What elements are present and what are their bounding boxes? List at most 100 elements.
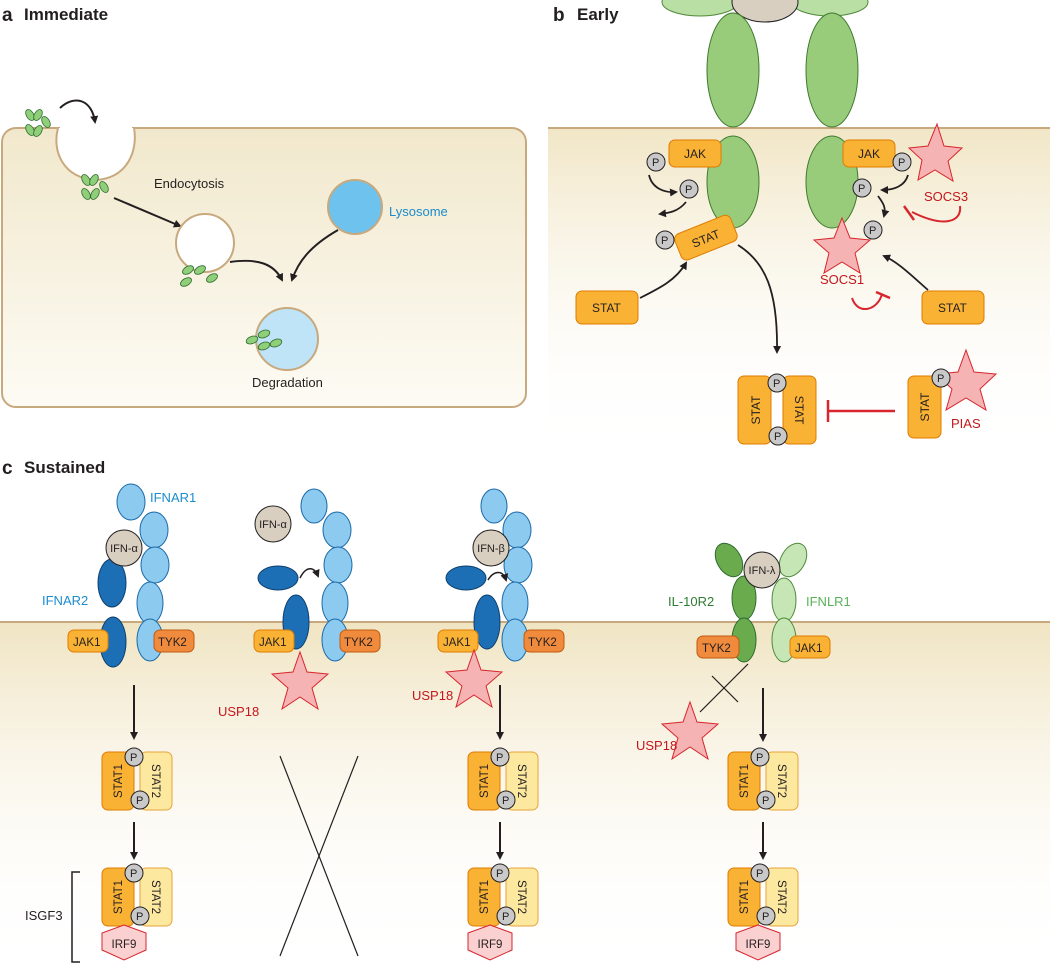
- stat-box-docked: STAT: [674, 214, 738, 261]
- socs3-label: SOCS3: [924, 189, 968, 204]
- tyk2-box-col2: [339, 629, 381, 653]
- irf9-hexagon-col1: [101, 924, 147, 961]
- ifn-alpha-label-col1: IFN-α: [110, 543, 138, 555]
- cell-outline: [1, 127, 527, 408]
- arrow-jak-right-2: [877, 195, 890, 218]
- arrow-ifnar2-rotation-col2: [299, 568, 320, 579]
- ifn-beta-label: IFN-β: [477, 543, 505, 555]
- p-label-b2: P: [685, 184, 692, 196]
- panel-c: IFN-α IFNAR1 IFNAR2 JAK1 TYK2 STAT1 STAT…: [0, 483, 1050, 967]
- stat2-label-col4-a: STAT2: [775, 764, 787, 798]
- p-label-dimer-top: P: [773, 378, 780, 390]
- degradation-label: Degradation: [252, 375, 323, 390]
- stat1-box-col3-b: [467, 867, 501, 927]
- stat2-label-col3-a: STAT2: [515, 764, 527, 798]
- ifnar2-label: IFNAR2: [42, 593, 88, 608]
- ifnar1-label: IFNAR1: [150, 490, 196, 505]
- stat1-box-col4-b: [727, 867, 761, 927]
- endocytosis-label: Endocytosis: [154, 176, 225, 191]
- ifn-beta-ligand: [472, 529, 510, 567]
- arrow-jak-transphos-1: [648, 174, 678, 197]
- ifn-alpha-label-col2: IFN-α: [259, 519, 287, 531]
- receptor-top-left: [661, 0, 739, 17]
- jak1-label-col1: JAK1: [73, 637, 101, 649]
- p-label-pias: P: [937, 373, 944, 385]
- p-label-col3-b-bottom: P: [502, 911, 509, 923]
- arrow-stat-recruit-right: [882, 254, 929, 291]
- p-label-b5: P: [858, 183, 865, 195]
- stat1-label-col3-a: STAT1: [479, 764, 491, 798]
- panel-b-letter: b: [553, 5, 565, 26]
- lysosome: [327, 179, 383, 235]
- arrow-to-endosome: [113, 197, 182, 228]
- socs1-label: SOCS1: [820, 272, 864, 287]
- irf9-hexagon-col3: [467, 924, 513, 961]
- panel-a-title: Immediate: [24, 5, 108, 24]
- p-label-b6: P: [869, 225, 876, 237]
- receptor-chain-left-upper: [706, 12, 760, 128]
- jak-label-left: JAK: [684, 147, 706, 161]
- stat-dimer-left: [737, 375, 772, 445]
- arrow-stat-recruit-left: [639, 261, 688, 299]
- stat1-box-col1-a: [101, 751, 135, 811]
- irf9-label-col4: IRF9: [746, 939, 771, 951]
- stat2-label-col1-a: STAT2: [149, 764, 161, 798]
- jak-label-right: JAK: [858, 147, 880, 161]
- socs1-star: [812, 216, 872, 275]
- ifn-alpha-ligand-col2: [254, 505, 292, 543]
- p-label-col4-a-top: P: [756, 752, 763, 764]
- socs1-inhibit-bar: [875, 290, 891, 300]
- jak-box-right: [842, 139, 896, 168]
- p-label-col1-b-top: P: [130, 868, 137, 880]
- usp18-star-col4: [660, 700, 720, 761]
- socs1-inhibit-arc: [851, 293, 883, 310]
- p-label-col1-a-top: P: [130, 752, 137, 764]
- usp18-label-col2: USP18: [218, 704, 259, 719]
- jak1-label-col3: JAK1: [443, 637, 471, 649]
- ifn-lambda-label: IFN-λ: [749, 565, 776, 577]
- endosome: [175, 213, 235, 273]
- jak-box-left: [668, 139, 722, 168]
- socs3-inhibit-arc: [911, 205, 962, 223]
- cross-line-2: [279, 755, 359, 957]
- panel-a-letter: a: [2, 5, 13, 26]
- tyk2-box-col3: [523, 629, 565, 653]
- stat-label-cytosolic-right: STAT: [938, 301, 968, 315]
- ifnlr1-label: IFNLR1: [806, 594, 851, 609]
- stat2-label-col4-b: STAT2: [775, 880, 787, 914]
- stat-box-cytosolic-left: [575, 290, 639, 325]
- stat1-box-col3-a: [467, 751, 501, 811]
- receptor-ifnar-col1: [97, 483, 170, 668]
- p-label-col3-b-top: P: [496, 868, 503, 880]
- p-label-col4-a-bottom: P: [762, 795, 769, 807]
- stat1-label-col1-a: STAT1: [113, 764, 125, 798]
- socs3-inhibit-bar: [902, 205, 916, 221]
- usp18-star-col3: [444, 648, 504, 709]
- stat-box-cytosolic-right: [921, 290, 985, 325]
- tyk2-label-col3: TYK2: [528, 637, 557, 649]
- pias-label: PIAS: [951, 416, 981, 431]
- p-label-col1-b-bottom: P: [136, 911, 143, 923]
- ifn-lambda-ligand: [743, 551, 781, 589]
- tyk2-label-col2: TYK2: [344, 637, 373, 649]
- stat-dimer-right-label: STAT: [792, 396, 806, 426]
- tyk2-box-col4: [696, 635, 740, 659]
- stat-label-cytosolic-left: STAT: [592, 301, 622, 315]
- panel-a: Endocytosis Lysosome Degradation: [1, 99, 527, 408]
- jak1-box-col2: [253, 629, 295, 653]
- stat-dimer-right: [782, 375, 817, 445]
- p-label-b3: P: [661, 235, 668, 247]
- il10r2-label: IL-10R2: [668, 594, 714, 609]
- panel-b-title: Early: [577, 5, 619, 24]
- stat1-box-col4-a: [727, 751, 761, 811]
- arrow-to-pit: [59, 99, 99, 124]
- p-label-col1-a-bottom: P: [136, 795, 143, 807]
- arrow-lysosome-to-degradation: [290, 229, 339, 282]
- p-label-col3-a-bottom: P: [502, 795, 509, 807]
- p-label-dimer-bottom: P: [774, 431, 781, 443]
- stat1-box-col1-b: [101, 867, 135, 927]
- p-label-b4: P: [898, 157, 905, 169]
- socs3-star: [907, 122, 964, 183]
- p-label-b1: P: [652, 157, 659, 169]
